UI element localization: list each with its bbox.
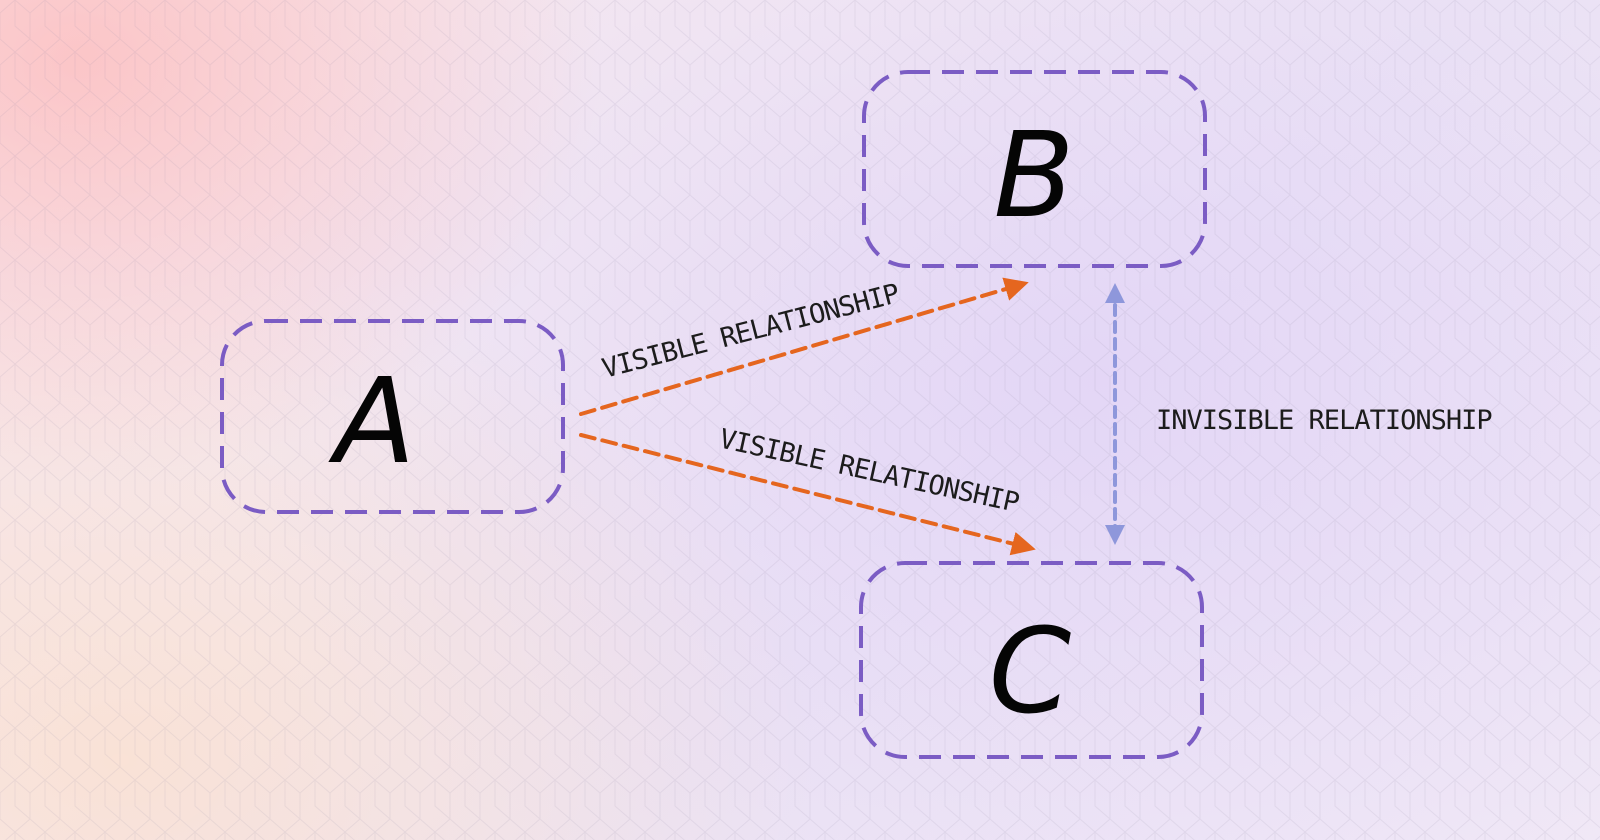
node-c[interactable]: C (859, 561, 1204, 759)
edge-a-to-c (579, 433, 1036, 556)
node-a-box (220, 319, 565, 514)
node-b-box (862, 70, 1207, 268)
node-b[interactable]: B (862, 70, 1207, 268)
edge-label-b-to-c: INVISIBLE RELATIONSHIP (1156, 405, 1492, 436)
node-c-label: C (989, 602, 1071, 740)
node-c-box (859, 561, 1204, 759)
edge-a-to-b (579, 277, 1029, 416)
node-a[interactable]: A (220, 319, 565, 514)
edges (579, 277, 1125, 556)
node-a-label: A (328, 352, 416, 490)
node-b-label: B (994, 106, 1075, 244)
